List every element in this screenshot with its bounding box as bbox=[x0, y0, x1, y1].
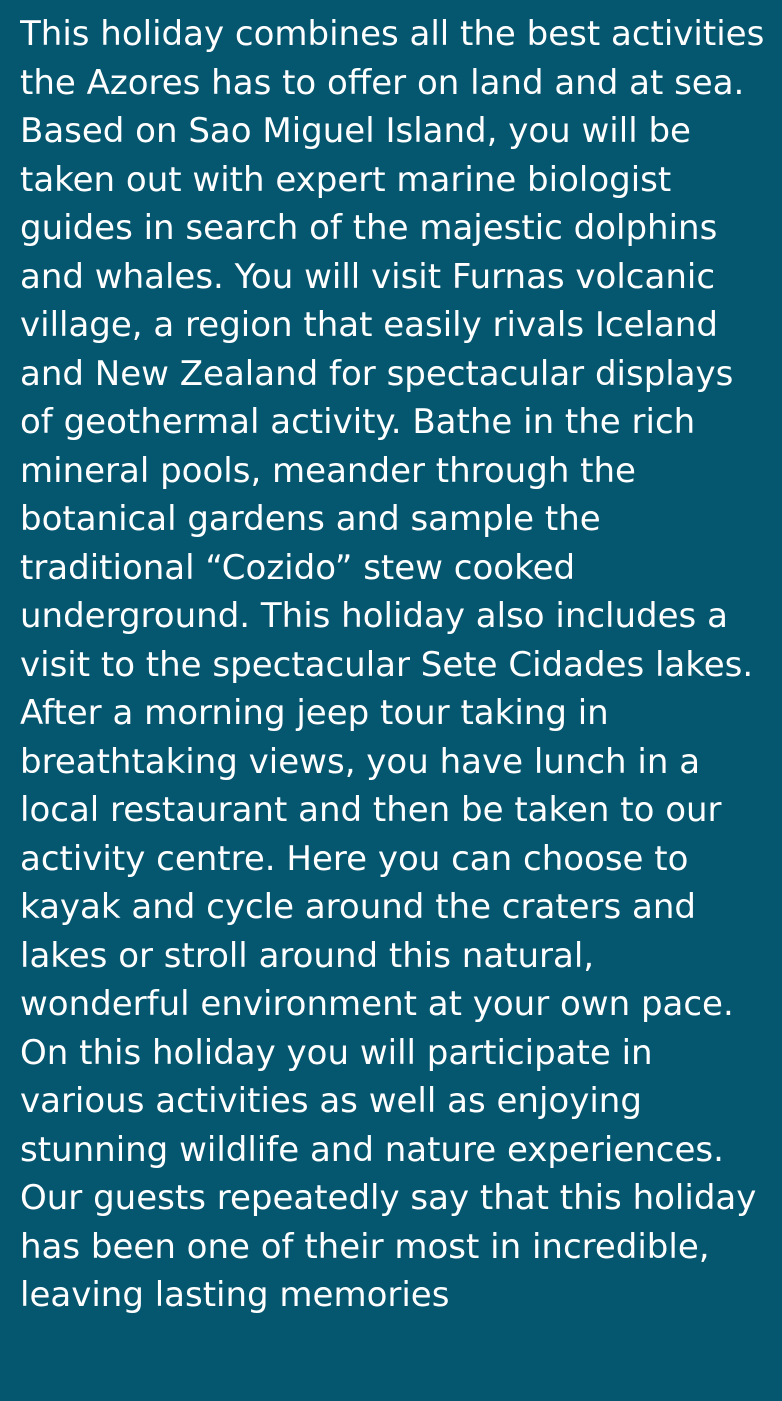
holiday-description-section: This holiday combines all the best activ… bbox=[20, 10, 768, 1401]
holiday-description-text: This holiday combines all the best activ… bbox=[20, 14, 765, 1315]
